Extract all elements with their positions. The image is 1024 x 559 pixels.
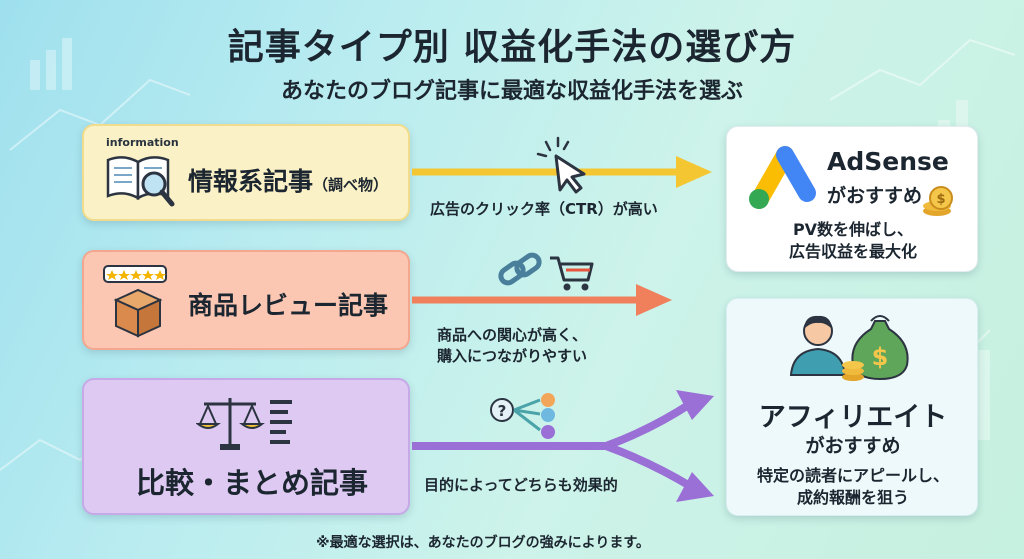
page-title: 記事タイプ別 収益化手法の選び方 bbox=[227, 27, 797, 68]
info-article-label: 情報系記事（調べ物） bbox=[188, 167, 389, 196]
adsense-recommend: がおすすめ bbox=[827, 185, 923, 207]
review-article-card: 商品レビュー記事 bbox=[82, 250, 410, 350]
svg-text:?: ? bbox=[498, 402, 507, 420]
affiliate-description: 特定の読者にアピールし、 成約報酬を狙う bbox=[756, 466, 949, 507]
adsense-logo-icon bbox=[749, 146, 816, 209]
affiliate-outcome-card: $ アフィリエイト がおすすめ 特定の読者にアピールし、 成約報酬を狙う bbox=[726, 298, 978, 516]
footnote: ※最適な選択は、あなたのブログの強みによります。 bbox=[316, 535, 650, 551]
mouse-cursor-click-icon bbox=[536, 136, 586, 194]
affiliate-recommend: がおすすめ bbox=[805, 435, 901, 457]
svg-text:$: $ bbox=[872, 343, 889, 371]
package-stars-icon bbox=[103, 265, 167, 338]
chain-link-icon bbox=[498, 252, 542, 286]
open-book-magnifier-icon bbox=[106, 156, 175, 207]
compare-article-label: 比較・まとめ記事 bbox=[136, 466, 369, 500]
information-tag: information bbox=[106, 136, 179, 149]
review-connector-text-1: 商品への関心が高く、 bbox=[437, 326, 588, 344]
question-branch-icon: ? bbox=[490, 393, 555, 439]
compare-branch-arrow bbox=[412, 400, 693, 490]
review-article-label: 商品レビュー記事 bbox=[188, 291, 389, 320]
compare-article-card: 比較・まとめ記事 bbox=[82, 378, 410, 515]
affiliate-title: アフィリエイト bbox=[758, 402, 948, 433]
adsense-title: AdSense bbox=[827, 147, 949, 176]
svg-text:$: $ bbox=[936, 192, 945, 207]
info-article-card: information 情報系記事（調べ物） bbox=[82, 124, 410, 221]
review-connector-text-2: 購入につながりやすい bbox=[437, 347, 588, 365]
ctr-connector-text: 広告のクリック率（CTR）が高い bbox=[430, 200, 658, 218]
review-to-affiliate-arrow bbox=[412, 284, 672, 316]
page-subtitle: あなたのブログ記事に最適な収益化手法を選ぶ bbox=[280, 79, 743, 104]
dollar-coin-icon: $ bbox=[923, 186, 953, 216]
info-to-adsense-arrow bbox=[412, 156, 712, 188]
person-icon bbox=[789, 315, 847, 376]
money-bag-icon: $ bbox=[842, 315, 909, 381]
adsense-outcome-card: AdSense がおすすめ $ PV数を伸ばし、 広告収益を最大化 bbox=[726, 126, 978, 272]
balance-scale-icon bbox=[196, 398, 292, 450]
compare-connector-text: 目的によってどちらも効果的 bbox=[424, 476, 618, 494]
adsense-description: PV数を伸ばし、 広告収益を最大化 bbox=[788, 220, 917, 261]
shopping-cart-icon bbox=[550, 256, 594, 291]
